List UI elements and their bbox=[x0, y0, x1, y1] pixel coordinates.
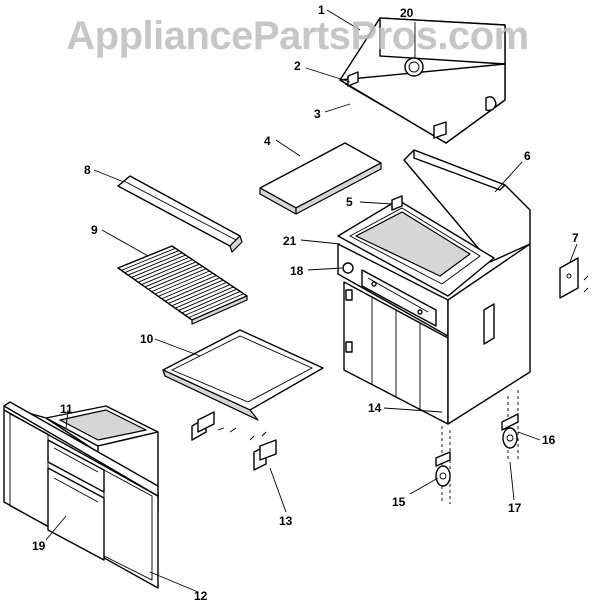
grate-bar bbox=[171, 281, 227, 307]
grate-bar bbox=[144, 263, 200, 288]
grate-bar bbox=[154, 270, 210, 295]
grate-bar bbox=[134, 256, 190, 281]
grate-bar bbox=[127, 252, 183, 276]
grate-bar bbox=[131, 254, 186, 278]
callout-16: 16 bbox=[542, 433, 556, 447]
callout-18: 18 bbox=[290, 264, 304, 278]
grate-bar bbox=[121, 247, 176, 271]
grate-bar bbox=[151, 268, 207, 293]
hood-handle-emblem bbox=[404, 57, 424, 77]
callout-11: 11 bbox=[60, 402, 73, 416]
grate-bar bbox=[158, 272, 214, 297]
grate-bar bbox=[124, 250, 179, 274]
callout-3: 3 bbox=[314, 107, 321, 121]
front-caster bbox=[435, 451, 451, 487]
grill-hood bbox=[339, 17, 506, 144]
leader-lines bbox=[45, 9, 578, 593]
callout-12: 12 bbox=[194, 589, 208, 600]
callout-6: 6 bbox=[524, 149, 531, 163]
drip-tray bbox=[162, 329, 324, 421]
callout-9: 9 bbox=[91, 223, 98, 237]
grate-bar bbox=[164, 277, 220, 302]
grate-bar bbox=[141, 261, 197, 285]
callout-20: 20 bbox=[400, 6, 414, 20]
callout-21: 21 bbox=[283, 234, 297, 248]
side-shelf bbox=[259, 142, 382, 215]
callout-1: 1 bbox=[318, 3, 325, 17]
callout-8: 8 bbox=[84, 163, 91, 177]
heat-deflector bbox=[117, 175, 243, 253]
callout-4: 4 bbox=[264, 134, 271, 148]
side-bracket bbox=[559, 257, 589, 299]
rear-caster bbox=[501, 413, 519, 449]
callout-7: 7 bbox=[572, 231, 579, 245]
callout-5: 5 bbox=[346, 195, 353, 209]
callout-2: 2 bbox=[294, 59, 301, 73]
grate-bar bbox=[178, 286, 234, 311]
callout-19: 19 bbox=[32, 539, 46, 553]
callout-labels: 1 20 2 3 4 6 5 8 9 21 18 7 10 14 11 16 1… bbox=[32, 3, 579, 603]
grate-bar bbox=[175, 284, 231, 309]
cooking-grate bbox=[117, 245, 248, 325]
callout-15: 15 bbox=[392, 495, 406, 509]
hinge-hardware bbox=[191, 411, 277, 471]
grate-bar bbox=[168, 279, 224, 304]
grate-bar bbox=[161, 275, 217, 300]
grate-bar bbox=[185, 291, 241, 316]
grate-bar bbox=[188, 293, 244, 319]
drawer-cabinet bbox=[3, 401, 159, 589]
grate-bar bbox=[181, 288, 237, 314]
grate-bar bbox=[148, 266, 203, 290]
callout-17: 17 bbox=[508, 501, 522, 515]
grate-bar bbox=[138, 259, 193, 283]
callout-10: 10 bbox=[140, 332, 154, 346]
grill-body-cart bbox=[337, 149, 531, 425]
callout-13: 13 bbox=[279, 514, 293, 528]
callout-14: 14 bbox=[368, 401, 382, 415]
